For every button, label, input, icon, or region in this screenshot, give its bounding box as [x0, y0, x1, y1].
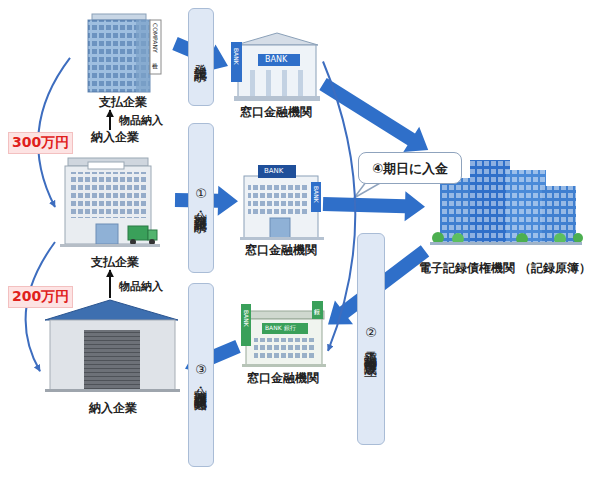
bank-building	[231, 33, 320, 101]
process-band: ③分割・譲渡譲渡記録通知	[188, 283, 214, 467]
node-label: ②電子記録分割・債権譲渡成立	[364, 325, 379, 354]
sign-text: BANK	[243, 310, 249, 327]
sign-text: BANK 銀行	[265, 325, 296, 331]
sign-text: COMPANY	[152, 23, 158, 53]
building-node: 支払企業	[70, 15, 175, 110]
node-label: 納入企業	[30, 401, 195, 416]
callout-tail	[354, 182, 382, 198]
node-label: 発生記録請求	[194, 54, 209, 60]
node-label: ③分割・譲渡譲渡記録通知	[194, 362, 209, 389]
bank-building	[241, 301, 326, 367]
node-label: 電子記録債権機関 （記録原簿）	[415, 261, 593, 276]
node-label: 支払企業	[60, 95, 185, 110]
block-arrow	[323, 191, 425, 221]
node-label: 窓口金融機関	[218, 105, 333, 120]
bank-building	[240, 165, 324, 240]
process-band: ②電子記録分割・債権譲渡成立	[357, 233, 385, 445]
node-label: 窓口金融機関	[228, 371, 338, 386]
callout-box: ④期日に入金	[358, 152, 462, 184]
agency-node: 電子記録債権機関 （記録原簿）	[425, 150, 585, 276]
block-arrow	[319, 78, 428, 152]
node-label: 支払企業	[45, 255, 185, 270]
warehouse-building	[45, 300, 180, 392]
edge-label: 物品納入	[119, 113, 163, 128]
bank-node: 窓口金融機関	[228, 30, 323, 120]
delivery-arrow	[109, 270, 111, 298]
sign-text: BANK	[313, 186, 319, 203]
process-band: ①分割・譲渡記録請求	[188, 123, 214, 273]
delivery-arrow	[109, 110, 111, 130]
sign-text: BANK	[265, 56, 287, 64]
bank-node: 窓口金融機関	[238, 298, 328, 386]
sign-text: BANK	[264, 168, 283, 175]
edge-label: 物品納入	[119, 279, 163, 294]
flow-curve	[323, 62, 355, 351]
node-label: 窓口金融機関	[228, 243, 333, 258]
node-label: ④期日に入金	[372, 161, 448, 176]
sign-text: BANK	[233, 48, 239, 65]
amount-label: 200万円	[8, 286, 73, 308]
company-building	[60, 158, 160, 247]
warehouse-node: 納入企業	[40, 298, 185, 416]
office-building	[88, 14, 161, 92]
amount-label: 300万円	[8, 132, 73, 154]
process-band: 発生記録請求	[188, 8, 214, 106]
node-label: ①分割・譲渡記録請求	[194, 186, 209, 211]
